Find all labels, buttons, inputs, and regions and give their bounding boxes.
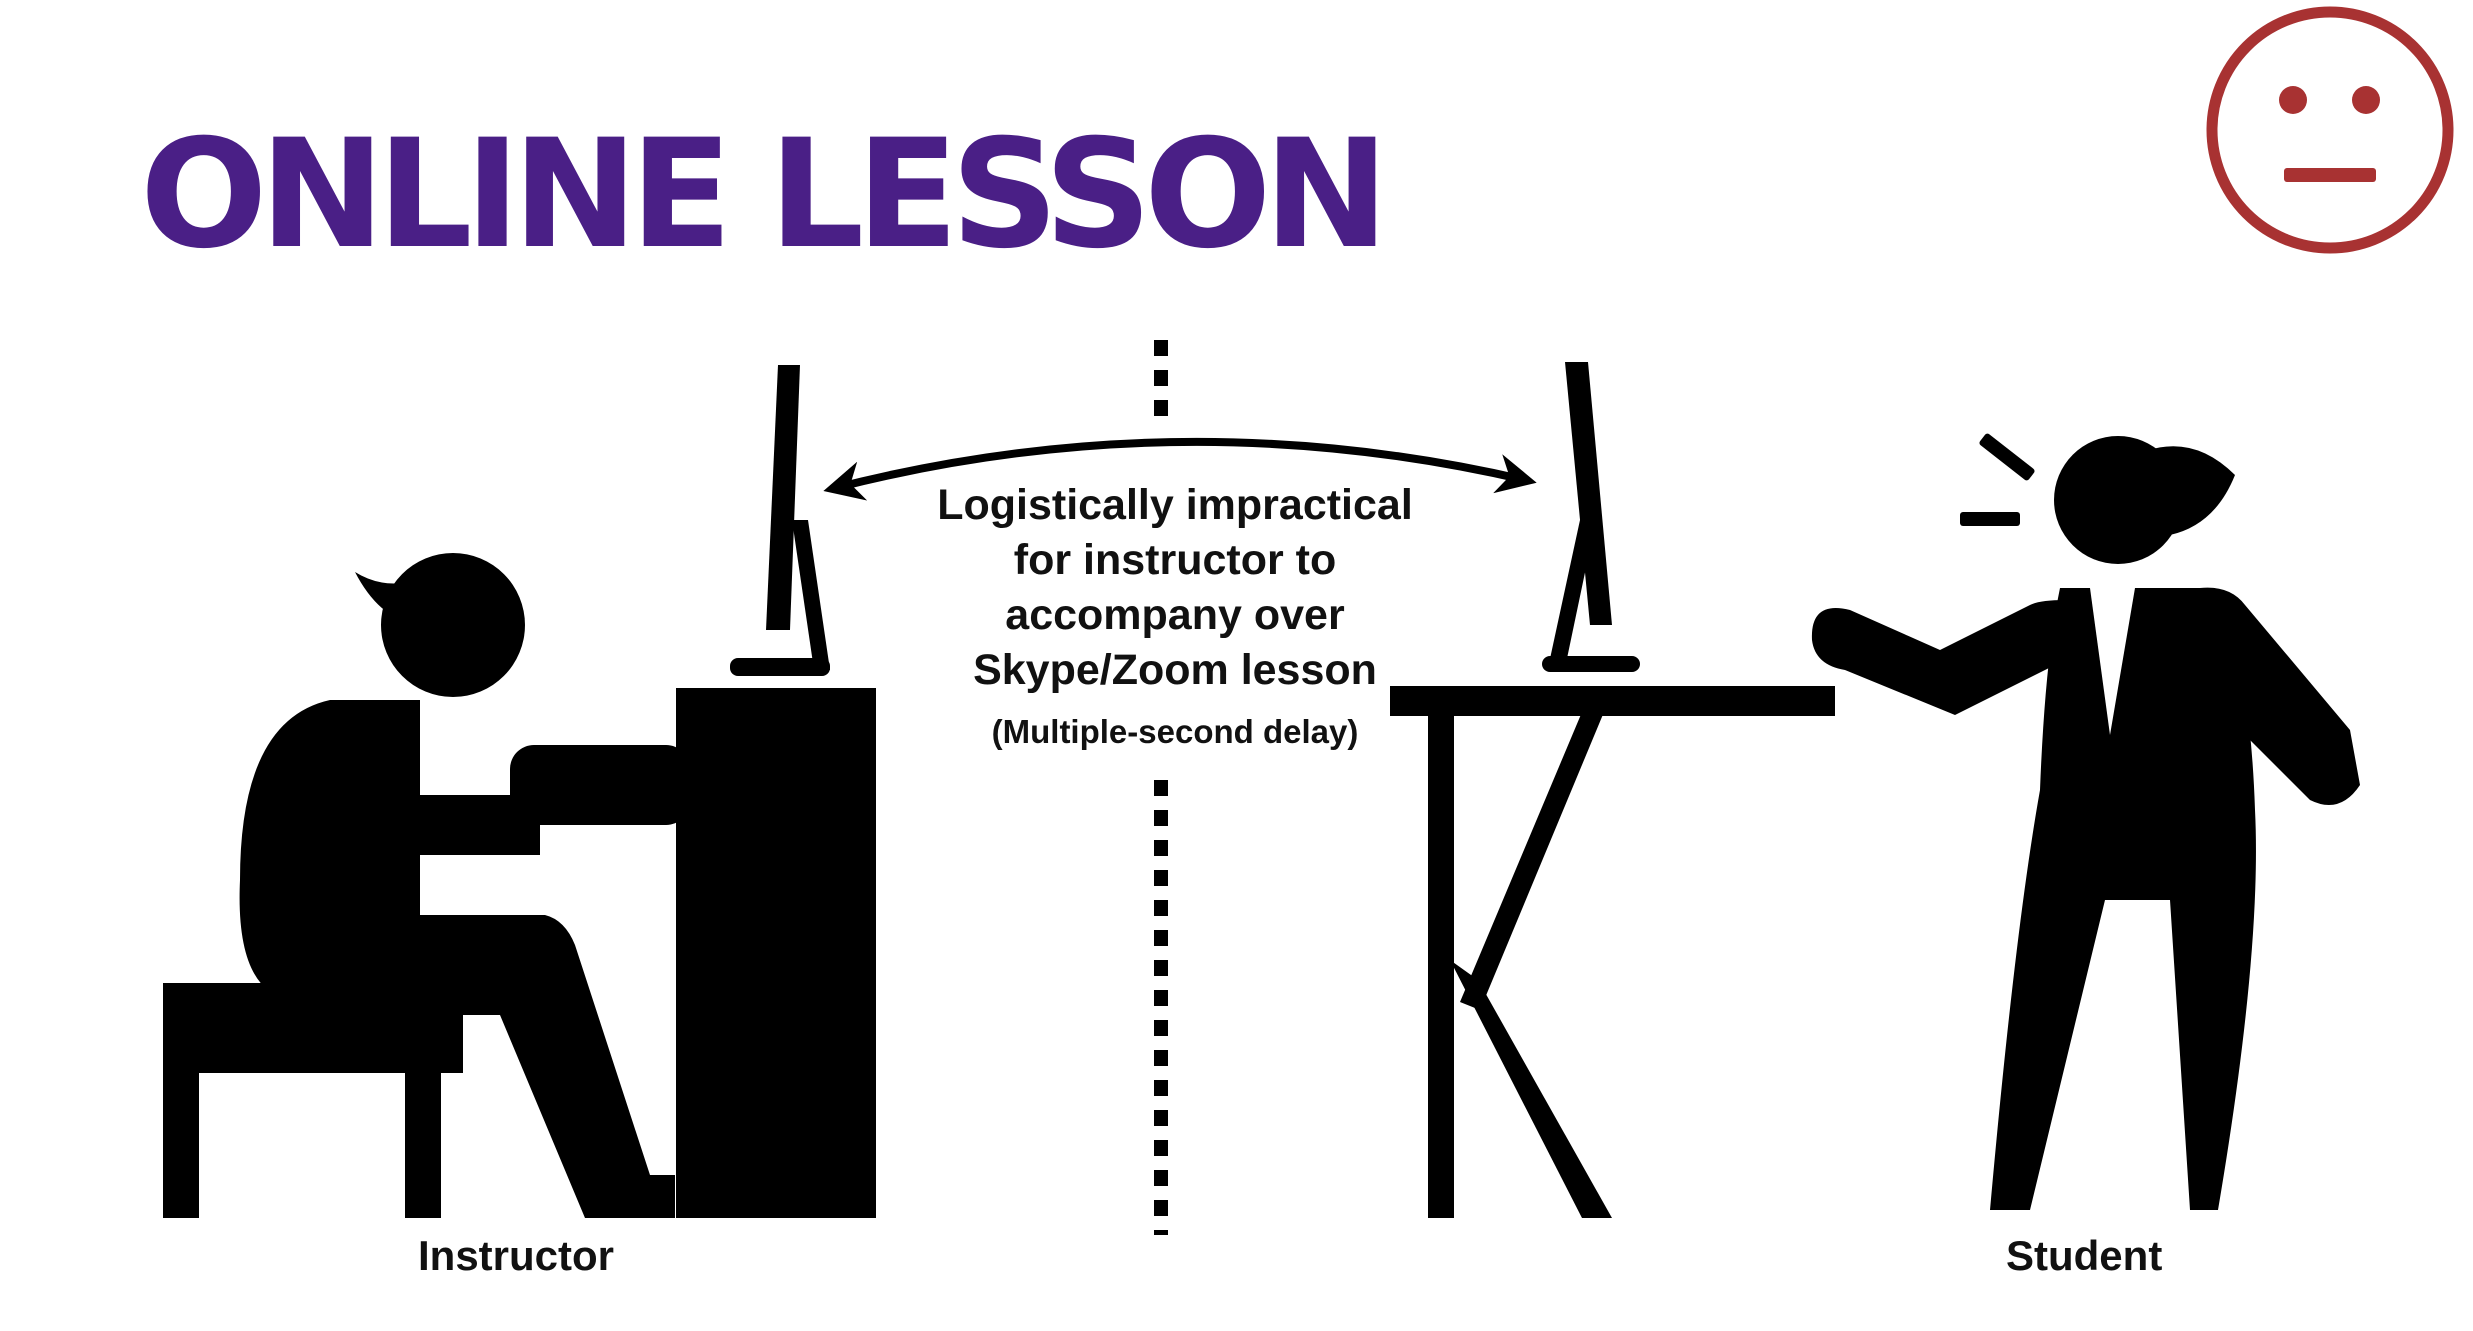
connection-arrow bbox=[823, 437, 1537, 501]
piano-body bbox=[676, 688, 876, 1218]
caption-note: (Multiple-second delay) bbox=[991, 713, 1359, 750]
student-monitor-screen bbox=[1565, 362, 1612, 625]
instructor-monitor-screen bbox=[766, 365, 800, 630]
caption-line: for instructor to bbox=[1013, 536, 1337, 584]
table-top bbox=[1390, 686, 1835, 716]
instructor-monitor-base bbox=[730, 658, 830, 676]
page-title: ONLINE LESSON bbox=[140, 108, 1389, 282]
caption-line: Skype/Zoom lesson bbox=[973, 646, 1377, 694]
instructor-label: Instructor bbox=[418, 1232, 615, 1279]
table-brace bbox=[1450, 960, 1612, 1218]
caption-line: accompany over bbox=[1005, 591, 1345, 639]
student-monitor-base bbox=[1542, 656, 1640, 672]
instructor-monitor-stand bbox=[792, 520, 830, 670]
piano-keys bbox=[510, 745, 690, 825]
table-brace bbox=[1460, 712, 1604, 1010]
pianist-icon bbox=[163, 365, 876, 1218]
table-leg bbox=[1428, 700, 1454, 1218]
neutral-face-icon bbox=[2206, 6, 2454, 254]
student-monitor-stand bbox=[1548, 520, 1596, 668]
student-label: Student bbox=[2006, 1232, 2163, 1279]
singer-icon bbox=[1390, 362, 2360, 1218]
